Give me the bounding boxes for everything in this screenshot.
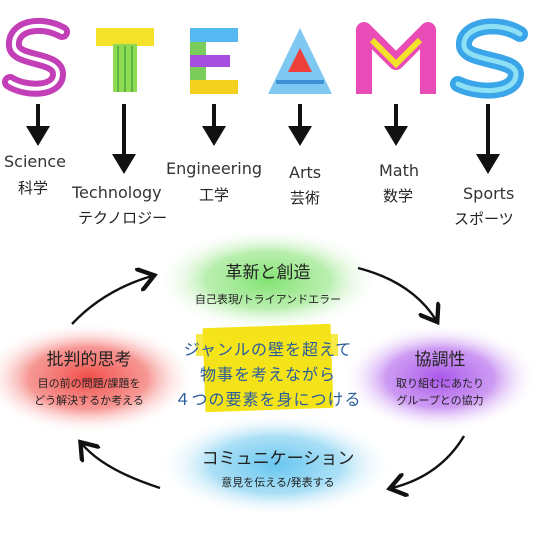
center-line-3: ４つの要素を身につける — [174, 390, 362, 409]
logo-letter-s1 — [2, 17, 70, 97]
subject-en: Science — [4, 152, 67, 171]
green-blob — [156, 228, 380, 332]
node-top-sub: 自己表現/トライアンドエラー — [194, 293, 342, 306]
logo-letter-a — [268, 28, 332, 94]
red-blob — [0, 322, 196, 434]
down-arrow-icon — [476, 104, 500, 174]
down-arrow-icon — [26, 104, 50, 146]
cycle-arrow-top-right — [357, 266, 436, 320]
node-bottom-title: コミュニケーション — [201, 449, 355, 469]
subject-ja: 数学 — [383, 187, 414, 205]
node-top-title: 革新と創造 — [225, 263, 311, 283]
center-line-1: ジャンルの壁を超えて — [183, 340, 353, 359]
logo-letter-t1 — [96, 28, 154, 92]
down-arrow-icon — [384, 104, 408, 146]
down-arrow-icon — [202, 104, 226, 146]
subject-en: Engineering — [166, 159, 262, 178]
center-line-2: 物事を考えながら — [199, 365, 336, 384]
subject-ja: 芸術 — [290, 189, 321, 207]
subject-en: Math — [379, 161, 420, 180]
node-right-sub: グループとの協力 — [396, 394, 484, 407]
subject-ja: 工学 — [199, 186, 230, 204]
subject-en: Sports — [463, 184, 515, 203]
cycle-arrow-left-top — [71, 276, 152, 325]
node-left-sub: どう解決するか考える — [34, 394, 144, 407]
node-left-title: 批判的思考 — [46, 350, 132, 370]
subject-ja: 科学 — [18, 179, 49, 197]
node-bottom-sub: 意見を伝える/発表する — [221, 476, 335, 489]
subject-en: Arts — [289, 163, 322, 182]
node-right-sub: 取り組むにあたり — [396, 377, 484, 390]
subject-ja: テクノロジー — [78, 209, 168, 227]
subject-ja: スポーツ — [454, 210, 514, 228]
subject-en: Technology — [72, 183, 162, 202]
down-arrow-icon — [288, 104, 312, 146]
logo-letter-m — [356, 22, 436, 94]
cycle-arrow-right-bottom — [392, 435, 466, 488]
node-right-title: 協調性 — [414, 350, 466, 370]
logo-letter-s2 — [450, 18, 528, 99]
blue-blob — [158, 413, 394, 517]
node-left-sub: 目の前の問題/課題を — [37, 377, 141, 390]
purple-blob — [342, 324, 536, 432]
cycle-arrow-bottom-left — [82, 444, 161, 490]
logo-letter-e — [190, 28, 238, 94]
down-arrow-icon — [112, 104, 136, 174]
center-highlight — [196, 323, 338, 413]
